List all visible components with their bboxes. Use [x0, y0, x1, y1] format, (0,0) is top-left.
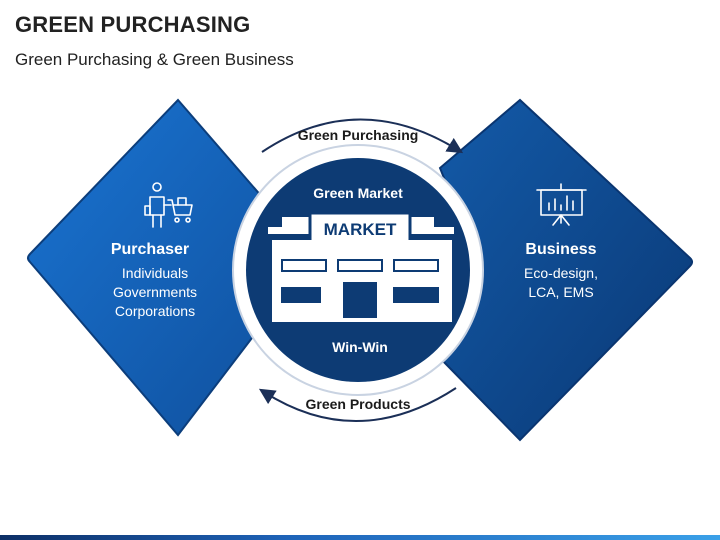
top-arrow-label: Green Purchasing: [298, 127, 419, 143]
center-bottom-label: Win-Win: [332, 339, 388, 355]
market-building-icon: [268, 211, 454, 322]
purchaser-line-2: Governments: [113, 284, 197, 300]
footer-bar: [0, 535, 720, 540]
market-sign-text: MARKET: [324, 220, 397, 239]
business-line-1: Eco-design,: [524, 265, 598, 281]
shopper-with-cart-icon: [144, 182, 193, 228]
bottom-arrow-label: Green Products: [305, 396, 410, 412]
purchaser-line-3: Corporations: [115, 303, 195, 319]
center-top-label: Green Market: [313, 185, 403, 201]
top-arrow: [261, 118, 464, 154]
page-title: GREEN PURCHASING: [15, 12, 251, 37]
business-line-2: LCA, EMS: [528, 284, 593, 300]
purchaser-line-1: Individuals: [122, 265, 188, 281]
presentation-chart-icon: [536, 183, 587, 226]
page-subtitle: Green Purchasing & Green Business: [15, 50, 294, 69]
purchaser-heading: Purchaser: [111, 241, 189, 258]
business-heading: Business: [525, 241, 596, 258]
bottom-arrow: [258, 387, 457, 422]
